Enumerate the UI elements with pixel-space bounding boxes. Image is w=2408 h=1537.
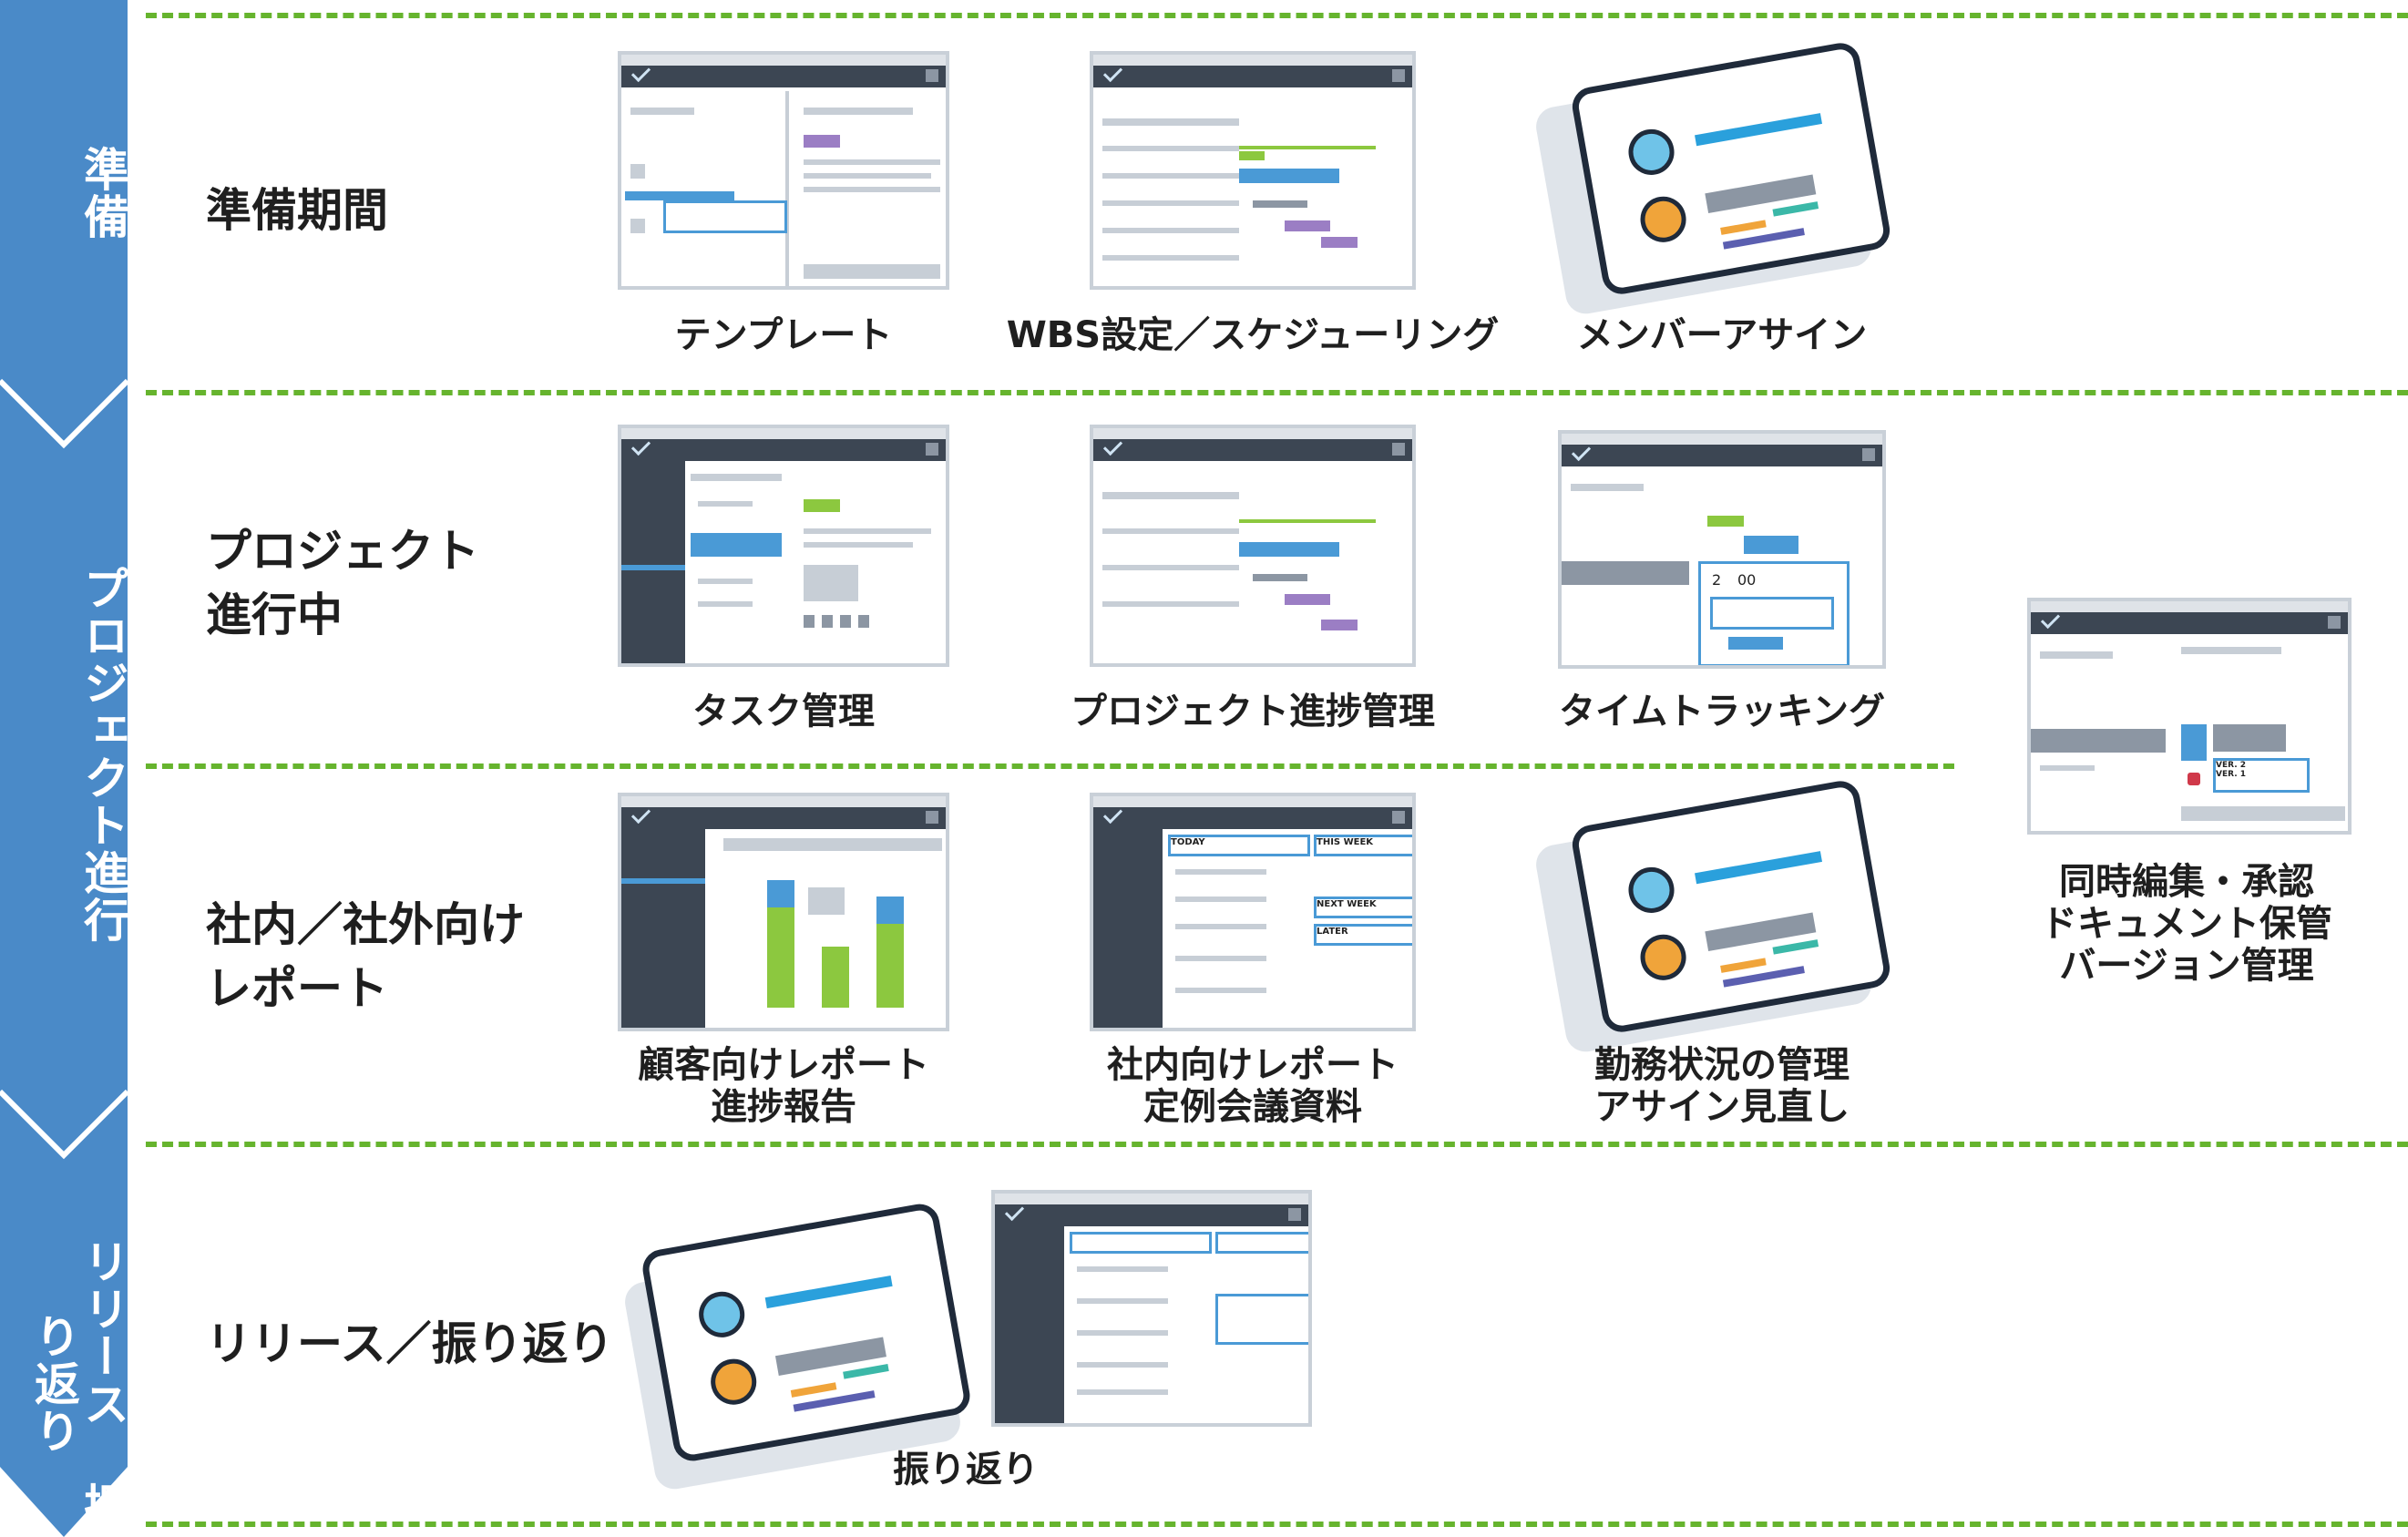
separator [146,1142,2408,1147]
caption-collab: 同時編集・承認 ドキュメント保管 バージョン管理 [2041,861,2332,987]
caption-task: タスク管理 [692,691,875,733]
separator [146,390,2408,395]
phase-arrow [0,0,128,1537]
row-title-in-progress: プロジェクト 進行中 [206,525,479,641]
collab-screenshot: VER. 2 VER. 1 [2027,598,2352,835]
caption-template: テンプレート [674,314,893,356]
row-title-report: 社内／社外向け レポート [206,898,525,1015]
progress-screenshot [1090,425,1416,667]
task-screenshot [618,425,949,667]
customer-report-screenshot [618,793,949,1031]
row-title-release: リリース／振り返り [206,1317,614,1370]
template-screenshot [618,51,949,290]
row-title-prep: 準備期間 [206,184,388,237]
caption-internal-report: 社内向けレポート 定例会議資料 [1107,1044,1399,1128]
next-week-label: NEXT WEEK [1314,897,1412,918]
timetracking-screenshot: 2 00 [1558,430,1886,669]
this-week-label: THIS WEEK [1314,835,1412,856]
phase-progress: プロジェクト進行 [77,565,129,944]
timer-hours: 2 [1712,571,1722,589]
caption-wbs: WBS設定／スケジューリング [1006,314,1500,356]
timer-minutes: 00 [1737,571,1757,589]
version-2-label: VER. 2 [2216,761,2247,770]
phase-prep: 準備 [77,146,129,241]
later-label: LATER [1314,924,1412,946]
wbs-screenshot [1090,51,1416,290]
separator [146,13,2408,18]
separator [146,1522,2408,1527]
separator [146,763,1954,769]
caption-progress-mgmt: プロジェクト進捗管理 [1071,691,1435,733]
caption-timetracking: タイムトラッキング [1559,691,1885,733]
internal-report-screenshot: TODAY THIS WEEK NEXT WEEK LATER [1090,793,1416,1031]
caption-attendance: 勤務状況の管理 アサイン見直し [1594,1044,1850,1128]
caption-customer-report: 顧客向けレポート 進捗報告 [638,1044,929,1128]
today-label: TODAY [1168,835,1310,856]
phase-release: リリース 振り返り [27,1237,129,1530]
review-screenshot [991,1190,1312,1427]
version-1-label: VER. 1 [2216,770,2247,779]
caption-review: 振り返り [893,1449,1039,1491]
caption-assign: メンバーアサイン [1576,314,1868,356]
